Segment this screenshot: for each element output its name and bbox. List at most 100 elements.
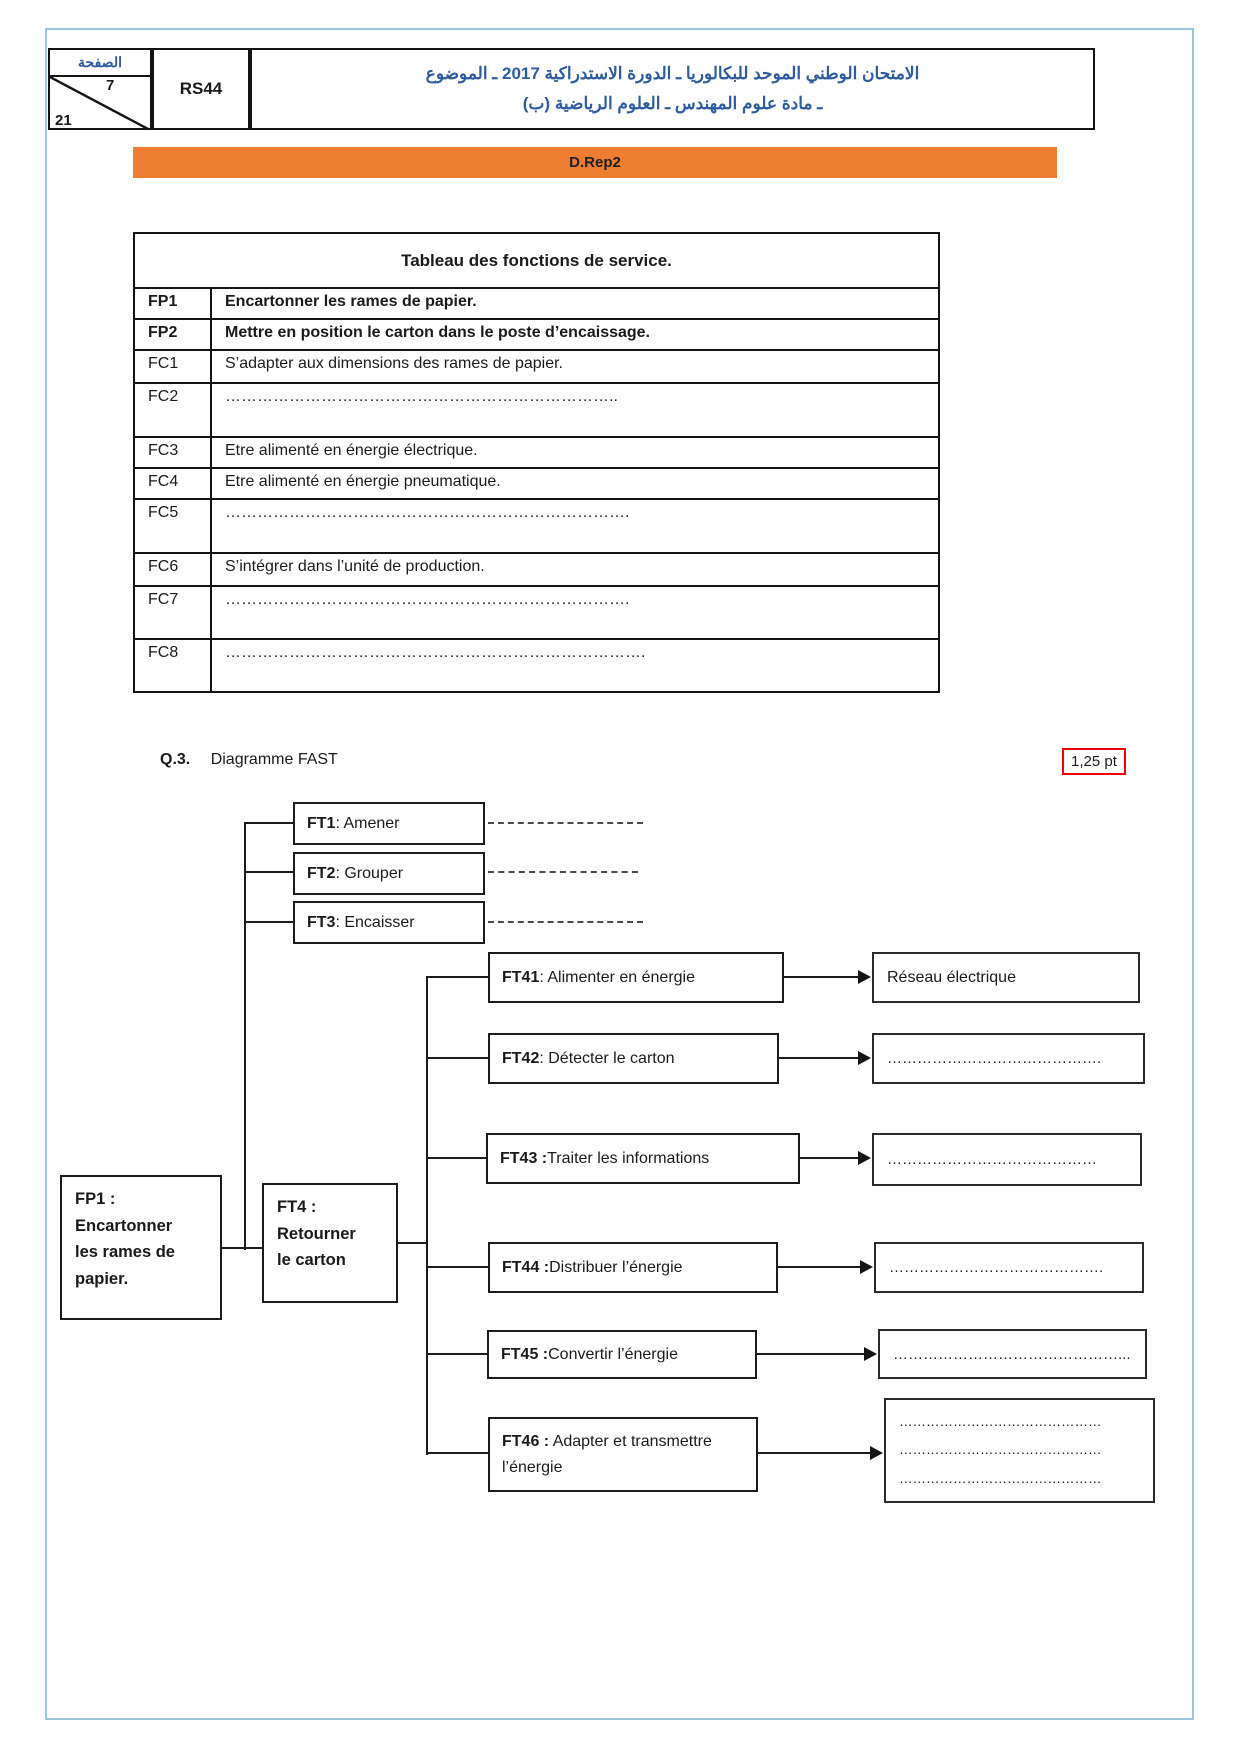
branch-line-ft41: [426, 976, 488, 978]
fast-box-ft41: FT41 : Alimenter en énergie: [488, 952, 784, 1003]
diagonal-line: [50, 77, 150, 130]
trunk-line-right: [426, 976, 428, 1455]
fast-box-ft43: FT43 : Traiter les informations: [486, 1133, 800, 1184]
dashed-line-ft2: [488, 871, 638, 873]
row-text: S’intégrer dans l’unité de production.: [225, 558, 485, 575]
ft45-label: Convertir l’énergie: [548, 1345, 678, 1363]
table-row: FC5 ………………………………………………………………….: [135, 498, 938, 552]
arrow-line-ft44: [778, 1266, 862, 1268]
ft45-code: FT45 :: [501, 1345, 549, 1363]
question-number: Q.3.: [160, 751, 191, 768]
table-row: FC3 Etre alimenté en énergie électrique.: [135, 436, 938, 467]
fast-box-ft3: FT3 : Encaisser: [293, 901, 485, 944]
page-border-frame: [45, 28, 1194, 1720]
question-line: Q.3. Diagramme FAST: [160, 751, 338, 769]
fast-box-ft45: FT45 : Convertir l’énergie: [487, 1330, 757, 1379]
trunk-line-left: [244, 822, 246, 1250]
ft44-code: FT44 :: [502, 1258, 550, 1276]
branch-line-ft43: [426, 1157, 488, 1159]
arrow-line-ft41: [784, 976, 860, 978]
arrowhead-ft42: [858, 1051, 871, 1065]
row-answer-blank: …………………………………………………………………….: [225, 644, 646, 661]
service-functions-table: Tableau des fonctions de service. FP1 En…: [133, 232, 940, 693]
result-box-ft42: …………………………………….: [872, 1033, 1145, 1084]
connector-fp1-ft4: [222, 1247, 262, 1249]
row-code: FC6: [135, 554, 212, 585]
table-row: FC7 ………………………………………………………………….: [135, 585, 938, 638]
ft41-code: FT41: [502, 968, 540, 986]
arrowhead-ft45: [864, 1347, 877, 1361]
dashed-line-ft1: [488, 822, 643, 824]
page-label: الصفحة: [50, 50, 150, 77]
row-text: Encartonner les rames de papier.: [225, 293, 477, 310]
page-number: 7: [106, 77, 115, 94]
result-box-ft41: Réseau électrique: [872, 952, 1140, 1003]
table-row: FP1 Encartonner les rames de papier.: [135, 287, 938, 318]
row-code: FC7: [135, 587, 212, 638]
result-box-ft46: ……………………………………… ……………………………………… ………………………: [884, 1398, 1155, 1503]
branch-line-ft1: [245, 822, 293, 824]
ft42-code: FT42: [502, 1049, 540, 1067]
ft2-label: : Grouper: [335, 864, 404, 882]
arrow-line-ft45: [757, 1353, 866, 1355]
ft2-code: FT2: [307, 864, 336, 882]
ft43-code: FT43 :: [500, 1149, 548, 1167]
fast-box-ft44: FT44 : Distribuer l’énergie: [488, 1242, 778, 1293]
exam-title-box: الامتحان الوطني الموحد للبكالوريا ـ الدو…: [250, 48, 1095, 130]
fast-box-ft4: FT4 : Retourner le carton: [262, 1183, 398, 1303]
fast-box-fp1: FP1 : Encartonner les rames de papier.: [60, 1175, 222, 1320]
branch-line-ft3: [245, 921, 293, 923]
page-total: 21: [55, 112, 72, 129]
row-code: FC1: [135, 351, 212, 382]
arrowhead-ft41: [858, 970, 871, 984]
fast-box-ft2: FT2 : Grouper: [293, 852, 485, 895]
arrow-line-ft42: [779, 1057, 860, 1059]
ft1-label: : Amener: [335, 814, 400, 832]
row-code: FC5: [135, 500, 212, 552]
ft44-label: Distribuer l’énergie: [549, 1258, 683, 1276]
row-code: FP2: [135, 320, 212, 349]
result-box-ft45: ………………………………………...: [878, 1329, 1147, 1379]
row-text: Etre alimenté en énergie électrique.: [225, 442, 478, 459]
row-code: FC8: [135, 640, 212, 691]
arrowhead-ft46: [870, 1446, 883, 1460]
table-row: FC6 S’intégrer dans l’unité de productio…: [135, 552, 938, 585]
branch-line-ft45: [426, 1353, 488, 1355]
exam-title-line1: الامتحان الوطني الموحد للبكالوريا ـ الدو…: [425, 64, 920, 84]
exam-ref-code: RS44: [152, 48, 250, 130]
result-box-ft43: ……………………………………: [872, 1133, 1142, 1186]
fast-box-ft1: FT1 : Amener: [293, 802, 485, 845]
dashed-line-ft3: [488, 921, 643, 923]
row-answer-blank: ………………………………………………………………….: [225, 504, 630, 521]
ft41-label: : Alimenter en énergie: [539, 968, 695, 986]
branch-line-ft44: [426, 1266, 488, 1268]
branch-line-ft2: [245, 871, 293, 873]
ft43-label: Traiter les informations: [547, 1149, 710, 1167]
row-code: FC3: [135, 438, 212, 467]
row-code: FC4: [135, 469, 212, 498]
row-text: Mettre en position le carton dans le pos…: [225, 324, 650, 341]
table-title: Tableau des fonctions de service.: [401, 250, 672, 270]
arrowhead-ft44: [860, 1260, 873, 1274]
ft46-code: FT46 :: [502, 1432, 550, 1450]
result-box-ft44: …………………………………….: [874, 1242, 1144, 1293]
ft3-label: : Encaisser: [335, 913, 415, 931]
connector-ft4-trunk: [398, 1242, 428, 1244]
branch-line-ft46: [426, 1452, 488, 1454]
fast-box-ft46: FT46 : Adapter et transmettre l’énergie: [488, 1417, 758, 1492]
ft3-code: FT3: [307, 913, 336, 931]
row-text: S’adapter aux dimensions des rames de pa…: [225, 355, 563, 372]
row-text: Etre alimenté en énergie pneumatique.: [225, 473, 501, 490]
ft42-label: : Détecter le carton: [539, 1049, 675, 1067]
arrow-line-ft46: [758, 1452, 872, 1454]
table-row: FP2 Mettre en position le carton dans le…: [135, 318, 938, 349]
row-answer-blank: ………………………………………………………………….: [225, 591, 630, 608]
table-row: FC1 S’adapter aux dimensions des rames d…: [135, 349, 938, 382]
row-code: FC2: [135, 384, 212, 436]
exam-title-line2: ـ مادة علوم المهندس ـ العلوم الرياضية (ب…: [522, 94, 823, 113]
arrow-line-ft43: [800, 1157, 860, 1159]
section-banner: D.Rep2: [133, 147, 1057, 178]
arrowhead-ft43: [858, 1151, 871, 1165]
page-number-box: الصفحة 7 21: [48, 48, 152, 130]
